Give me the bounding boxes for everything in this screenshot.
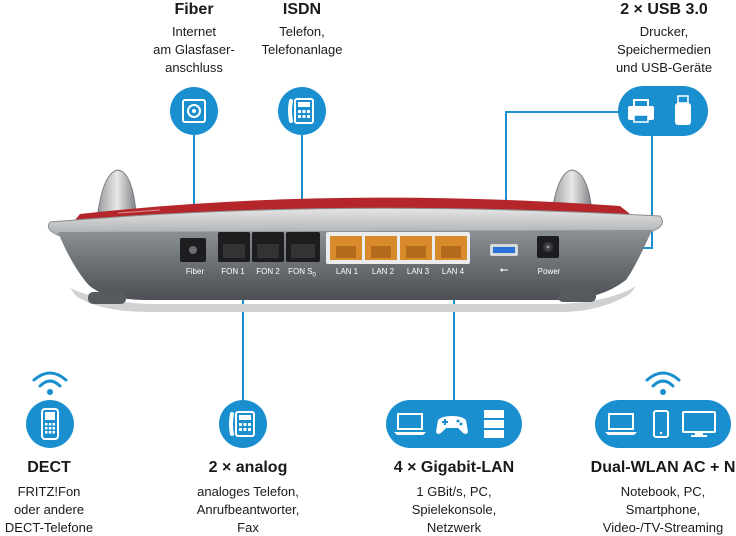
port-label-lan4: LAN 4 (441, 267, 465, 276)
wlan-wifi-icon (645, 371, 681, 395)
port-label-lan2: LAN 2 (371, 267, 395, 276)
dect-line-1: FRITZ!Fon (17, 484, 81, 499)
analog-line-1: analoges Telefon, (197, 484, 299, 499)
port-label-fon1: FON 1 (221, 267, 245, 276)
port-label-power: Power (537, 267, 561, 276)
fiber-line-2: am Glasfaser- (153, 42, 235, 57)
fiber-description: Internet am Glasfaser- anschluss (153, 23, 235, 77)
gamepad-icon (436, 416, 468, 434)
fiber-title: Fiber (174, 1, 214, 18)
smartphone-icon (653, 410, 669, 438)
lan-title: 4 × Gigabit-LAN (393, 459, 515, 476)
wlan-line-1: Notebook, PC, (620, 484, 706, 499)
laptop-icon (394, 413, 426, 435)
router-top-lip (47, 207, 663, 237)
lan-line-2: Spielekonsole, (411, 502, 497, 517)
port-label-lan1: LAN 1 (335, 267, 359, 276)
usb-title: 2 × USB 3.0 (620, 1, 708, 18)
usb-line-3: und USB-Geräte (615, 60, 713, 75)
usb-line-2: Speichermedien (617, 42, 711, 57)
dect-line-2: oder andere (13, 502, 85, 517)
fiber-socket-icon (170, 87, 218, 135)
port-label-fons0: FON S0 (288, 267, 316, 279)
right-foot (558, 290, 596, 302)
analog-phone-icon (219, 400, 267, 448)
left-antenna (97, 169, 137, 213)
usb-devices-badge (618, 86, 708, 136)
isdn-line-2: Telefonanlage (261, 42, 343, 57)
cordless-phone-icon (26, 400, 74, 448)
isdn-title: ISDN (282, 1, 322, 18)
right-antenna (551, 169, 593, 213)
wlan-line-2: Smartphone, (625, 502, 701, 517)
lan-line-3: Netzwerk (426, 520, 482, 535)
lan-description: 1 GBit/s, PC, Spielekonsole, Netzwerk (412, 483, 497, 536)
usb-description: Drucker, Speichermedien und USB-Geräte (616, 23, 712, 77)
fiber-line-3: anschluss (165, 60, 223, 75)
isdn-line-1: Telefon, (279, 24, 325, 39)
wlan-line-3: Video-/TV-Streaming (602, 520, 724, 535)
analog-line-3: Fax (237, 520, 259, 535)
port-label-usb: ⭠ (499, 264, 509, 276)
isdn-description: Telefon, Telefonanlage (262, 23, 343, 59)
usb-line-1: Drucker, (639, 24, 689, 39)
dect-description: FRITZ!Fon oder andere DECT-Telefone (5, 483, 93, 536)
analog-description: analoges Telefon, Anrufbeantworter, Fax (197, 483, 300, 536)
port-label-fiber: Fiber (185, 267, 205, 276)
monitor-icon (682, 411, 716, 437)
port-label-lan3: LAN 3 (406, 267, 430, 276)
wlan-title: Dual-WLAN AC + N (590, 459, 736, 476)
analog-line-2: Anrufbeantworter, (196, 502, 300, 517)
analog-title: 2 × analog (208, 459, 288, 476)
desk-phone-icon (278, 87, 326, 135)
lan-devices-badge (386, 400, 522, 448)
lan-line-1: 1 GBit/s, PC, (416, 484, 492, 499)
wlan-description: Notebook, PC, Smartphone, Video-/TV-Stre… (603, 483, 723, 536)
router-bottom-edge (70, 286, 636, 312)
wlan-devices-badge (595, 400, 731, 448)
dect-line-3: DECT-Telefone (4, 520, 94, 535)
dect-wifi-icon (32, 371, 68, 395)
port-label-fon2: FON 2 (256, 267, 280, 276)
usb-stick-icon (675, 95, 691, 125)
printer-icon (628, 99, 654, 123)
fiber-line-1: Internet (171, 24, 217, 39)
wlan-laptop-icon (605, 413, 637, 435)
dect-title: DECT (27, 459, 71, 476)
left-foot (88, 292, 126, 304)
server-icon (484, 410, 504, 438)
